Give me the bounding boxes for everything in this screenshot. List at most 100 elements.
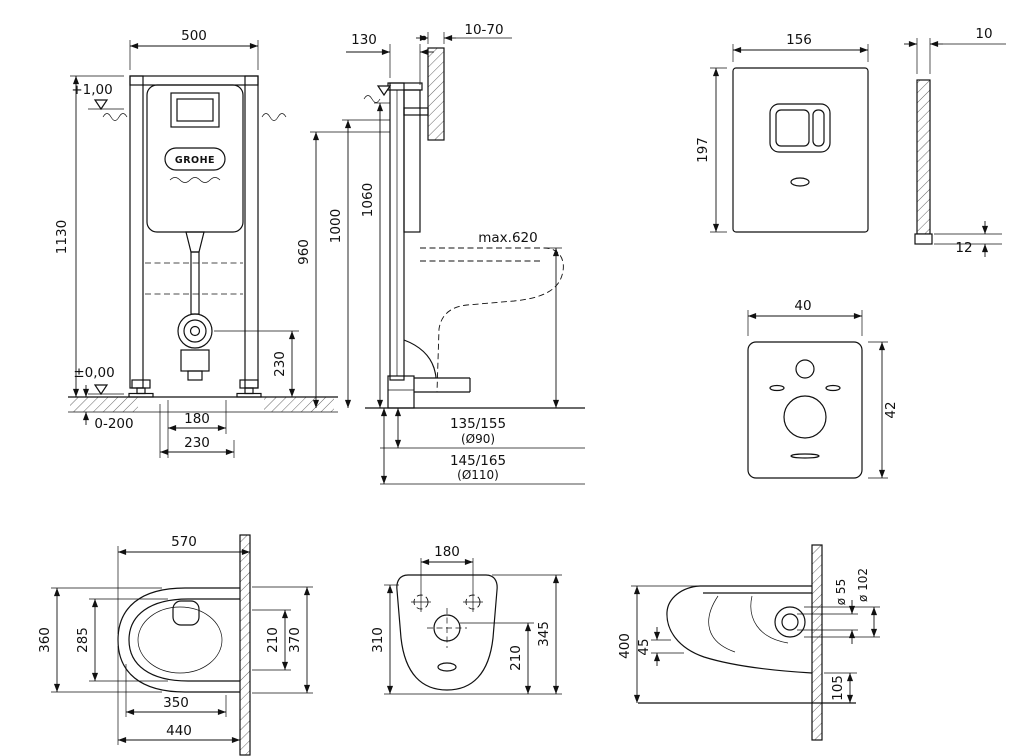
- pipe-break-left: [102, 113, 128, 121]
- foot-right: [239, 379, 259, 389]
- pad-slot-bottom: [790, 453, 820, 459]
- dim-front-180: 180: [184, 411, 210, 427]
- flush-plate-body: [732, 67, 869, 233]
- flush-window-inner: [176, 98, 214, 122]
- bowl-rear-dimensions: 180 310 210 345: [370, 544, 562, 695]
- dim-bowl-max: max.620: [478, 230, 537, 246]
- dim-h960: 960: [296, 239, 312, 265]
- drain-outlet: [177, 313, 213, 349]
- dim-plate-edge: 12: [955, 240, 972, 256]
- plate-edge-section: [914, 233, 933, 245]
- dim-pad-height: 42: [883, 401, 899, 418]
- floor-hatch-right: [264, 397, 334, 412]
- button-frame: [769, 103, 831, 153]
- dim-plate-depth: 10: [975, 26, 992, 42]
- frame-rail-left: [129, 75, 144, 389]
- level-zero-label: ±0,00: [73, 365, 114, 381]
- dim-side-lip: 45: [636, 638, 652, 655]
- level-marker-side: [376, 85, 392, 97]
- dim-bowl-width: 360: [37, 627, 53, 653]
- pad-body: [747, 341, 863, 479]
- dim-side-clearance: 105: [830, 675, 846, 701]
- dim-bowl-inner-width: 285: [75, 627, 91, 653]
- pad-slot-right: [825, 384, 841, 392]
- dim-outlet-b: 145/165: [450, 453, 506, 469]
- flush-button-large: [775, 109, 810, 147]
- bowl-top-view: [117, 534, 251, 756]
- frame-rail-right: [244, 75, 259, 389]
- bowl-basin: [137, 606, 223, 674]
- bowl-top-dimensions: 570 360 285 210 370 350 440: [37, 534, 313, 745]
- dim-bowl-370: 370: [287, 627, 303, 653]
- dim-rear-345: 345: [536, 621, 552, 647]
- pad-slot-left: [769, 384, 785, 392]
- flush-distributor: [172, 600, 200, 626]
- bowl-outline-dashed: [420, 247, 564, 393]
- dim-side-depth: 130: [351, 32, 377, 48]
- grohe-logo: GROHE: [175, 155, 215, 166]
- dim-rear-holes: 180: [434, 544, 460, 560]
- dim-rear-310: 310: [370, 627, 386, 653]
- plate-badge: [790, 177, 810, 187]
- cistern-side: [403, 89, 421, 233]
- foot-side: [387, 375, 415, 409]
- flush-window-outer: [170, 92, 220, 128]
- dim-outlet-a: 135/155: [450, 416, 506, 432]
- dim-front-230: 230: [184, 435, 210, 451]
- drain-box: [180, 349, 210, 372]
- floor-hatch-left: [70, 397, 138, 412]
- dim-bowl-depth: 570: [171, 534, 197, 550]
- dim-pipe-large: ø 102: [856, 568, 870, 602]
- outlet-bend: [403, 339, 437, 379]
- dim-side-height: 400: [617, 633, 633, 659]
- level-marker-floor: [93, 384, 109, 396]
- dim-frame-height: 1130: [54, 220, 70, 254]
- bowl-side-view: [638, 544, 856, 741]
- bowl-side-outline: [666, 585, 813, 674]
- dim-plate-width: 156: [786, 32, 812, 48]
- dim-outlet-a-dia: (Ø90): [461, 432, 495, 446]
- level-plus-label: +1,00: [71, 82, 112, 98]
- rear-slot: [437, 662, 457, 672]
- frame-front-view: GROHE: [68, 75, 338, 413]
- wall-section: [239, 534, 251, 756]
- pad-hole-center: [783, 395, 827, 439]
- dim-h1000: 1000: [328, 209, 344, 243]
- dim-h1060: 1060: [360, 183, 376, 217]
- dim-bowl-210: 210: [265, 627, 281, 653]
- flush-pipe: [190, 251, 200, 315]
- flush-plate-profile: 10 12: [904, 26, 1006, 257]
- dim-bowl-holes: 350: [163, 695, 189, 711]
- flush-funnel: [185, 231, 205, 253]
- outlet-pipe-large: [774, 606, 806, 638]
- dim-frame-width: 500: [181, 28, 207, 44]
- water-wave: [169, 177, 221, 183]
- dim-pad-width: 40: [794, 298, 811, 314]
- wall-section-side: [811, 544, 823, 741]
- dim-outlet-height: 230: [272, 351, 288, 377]
- pipe-break-right: [261, 113, 287, 121]
- level-marker-top: [93, 99, 109, 111]
- wall-anchor-block: [427, 47, 445, 141]
- frame-side-dimensions: 130 10-70 1060 1000 960 max.620 135/155 …: [296, 22, 585, 485]
- bowl-outer: [117, 587, 240, 693]
- bowl-rim: [128, 598, 240, 682]
- foot-left: [131, 379, 151, 389]
- dim-floor-buildup: 0-200: [94, 416, 133, 432]
- bowl-rear-outline: [396, 574, 498, 691]
- pad-hole-top: [795, 359, 815, 379]
- grohe-logo-box: [164, 147, 226, 171]
- dim-outlet-b-dia: (Ø110): [457, 468, 499, 482]
- flush-button-small: [812, 109, 825, 147]
- bowl-rear-view: [396, 574, 498, 691]
- frame-front-dimensions: 500 1130 +1,00 ±0,00 0-200 180 230 230: [54, 28, 299, 458]
- bowl-side-dimensions: 400 45 ø 55 ø 102 105: [617, 568, 880, 703]
- dim-rod-range: 10-70: [464, 22, 503, 38]
- dim-plate-height: 197: [695, 137, 711, 163]
- frame-top-bar: [129, 75, 259, 86]
- outlet-pipe-small: [781, 613, 799, 631]
- dim-bowl-length: 440: [166, 723, 192, 739]
- frame-side-view: [363, 47, 585, 409]
